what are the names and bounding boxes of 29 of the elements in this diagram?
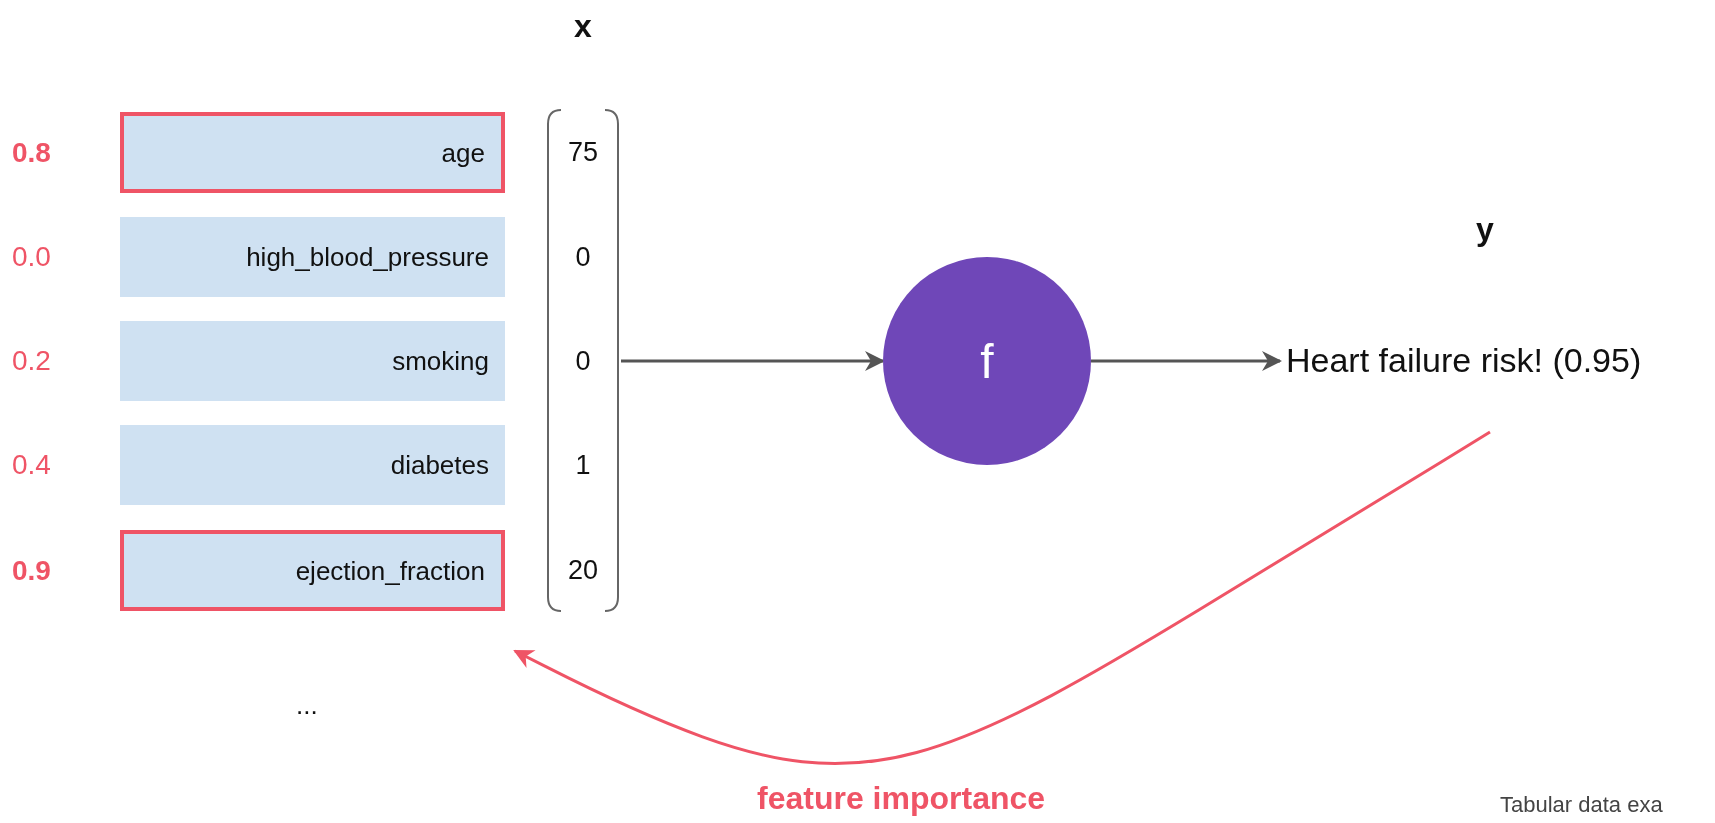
feature-box (120, 530, 505, 611)
output-heading: y (1476, 211, 1494, 248)
vector-value: 0 (575, 345, 591, 377)
importance-score: 0.4 (12, 449, 51, 481)
vector-value: 75 (568, 136, 598, 168)
feature-box (120, 217, 505, 297)
output-text: Heart failure risk! (0.95) (1286, 341, 1642, 380)
ellipsis: ... (296, 690, 318, 721)
feature-box (120, 321, 505, 401)
feedback-arrow (513, 430, 1491, 765)
feature-name: smoking (392, 345, 489, 377)
feature-name: age (441, 137, 485, 168)
function-label: f (980, 333, 994, 389)
caption-text: Tabular data exa (1500, 792, 1663, 818)
importance-score: 0.2 (12, 345, 51, 377)
vector-value: 0 (575, 241, 591, 273)
feature-name: high_blood_pressure (246, 241, 489, 273)
vector-value: 20 (568, 554, 598, 586)
importance-score: 0.0 (12, 241, 51, 273)
importance-score: 0.8 (12, 136, 51, 169)
vector-value: 1 (575, 449, 591, 481)
feature-box (120, 112, 505, 193)
arrow (1091, 351, 1282, 371)
arrow (621, 351, 885, 371)
feature-name: diabetes (390, 449, 489, 481)
importance-score: 0.9 (12, 554, 51, 587)
feature-name: ejection_fraction (295, 555, 485, 586)
feature-box (120, 425, 505, 505)
vector-heading: x (574, 8, 592, 45)
